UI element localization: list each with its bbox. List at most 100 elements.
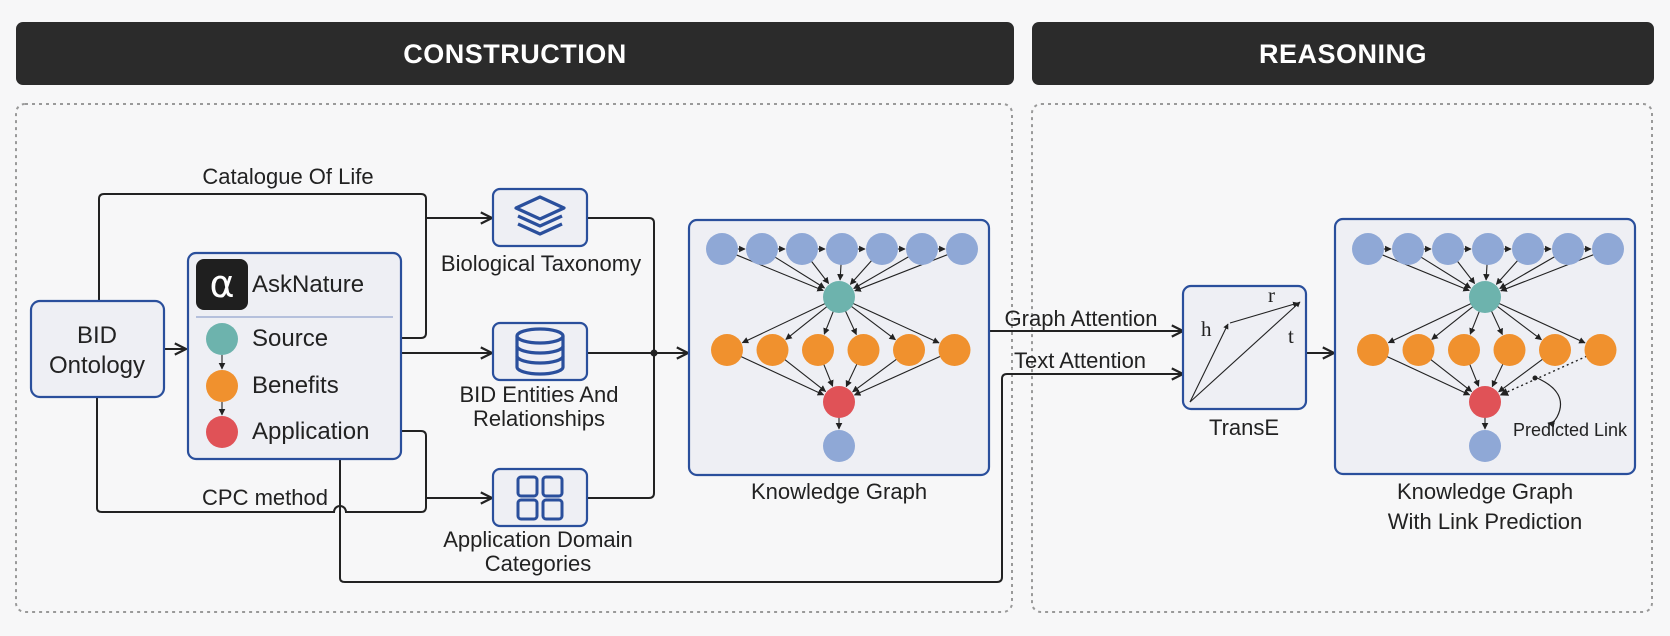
source-benefit-edge: [741, 302, 826, 344]
entity-source-edge: [1456, 260, 1476, 285]
knowledge-graph-label: Knowledge Graph: [751, 479, 927, 504]
reasoning-panel: [1031, 103, 1653, 613]
asknature-item-source: Source: [252, 325, 328, 352]
benefit-node: [802, 334, 834, 366]
reasoning-header: REASONING: [1032, 22, 1654, 85]
transe-label: TransE: [1209, 415, 1279, 440]
asknature-item-application: Application: [252, 418, 369, 445]
benefit-application-edge: [1429, 358, 1473, 392]
entity-source-edge: [810, 260, 830, 285]
benefit-node: [756, 334, 789, 366]
entity-node: [906, 233, 938, 265]
knowledge-graph-network: [706, 233, 978, 462]
biological-taxonomy-node: Biological Taxonomy: [441, 187, 641, 276]
entity-node: [1432, 233, 1464, 265]
source-benefit-edge: [785, 305, 828, 340]
entity-node: [786, 233, 818, 265]
leaf-entity-node: [1469, 430, 1501, 462]
benefit-application-edge: [1469, 363, 1480, 387]
transe-r-symbol: r: [1268, 283, 1275, 307]
transe-box: h r t TransE: [1181, 283, 1308, 440]
source-benefit-edge: [1469, 310, 1480, 335]
entity-node: [746, 233, 778, 265]
benefit-application-edge: [823, 363, 834, 387]
entity-source-edge: [1381, 254, 1470, 292]
layers-icon: [514, 195, 566, 236]
bid-ontology-box: BID Ontology: [29, 299, 166, 399]
catalogue-of-life-label: Catalogue Of Life: [202, 164, 373, 189]
benefit-application-edge: [852, 358, 898, 393]
application-domain-line2: Categories: [485, 551, 591, 576]
bid-ontology-line2: Ontology: [49, 352, 145, 379]
benefit-node: [1584, 334, 1617, 366]
predicted-link-dot: [1532, 375, 1538, 381]
source-benefit-edge: [1387, 302, 1472, 344]
graph-attention-label: Graph Attention: [1005, 306, 1158, 331]
predicted-link-label: Predicted Link: [1513, 420, 1628, 440]
bid-entities-node: BID Entities And Relationships: [460, 321, 618, 431]
application-domain-line1: Application Domain: [443, 527, 633, 552]
entity-node: [1512, 233, 1544, 265]
benefit-application-edge: [783, 358, 827, 392]
bid-ontology-line1: BID: [77, 322, 117, 349]
source-node: [823, 281, 855, 313]
application-node: [1469, 386, 1501, 418]
benefit-application-edge: [1498, 358, 1544, 393]
entity-node: [946, 233, 978, 265]
benefit-node: [1357, 334, 1389, 366]
entity-source-edge: [849, 259, 873, 285]
bid-entities-line2: Relationships: [473, 406, 605, 431]
entity-node: [866, 233, 898, 265]
transe-t-symbol: t: [1288, 324, 1294, 348]
source-benefit-edge: [850, 305, 896, 341]
entity-node: [1592, 233, 1624, 265]
benefit-node: [1493, 334, 1526, 366]
application-node: [206, 416, 238, 448]
asknature-item-benefits: Benefits: [252, 372, 339, 399]
source-benefit-edge: [1496, 305, 1542, 341]
entity-source-edge: [1483, 263, 1490, 281]
benefits-node: [206, 370, 238, 402]
entity-node: [706, 233, 738, 265]
construction-header-text: CONSTRUCTION: [403, 39, 627, 69]
link-prediction-label-line1: Knowledge Graph: [1397, 479, 1573, 504]
entity-source-edge: [1420, 256, 1472, 289]
grid-icon: [516, 475, 564, 521]
predicted-link-callout: [1534, 376, 1562, 428]
link-prediction-network: [1352, 233, 1624, 462]
text-attention-label: Text Attention: [1014, 348, 1146, 373]
benefit-node: [938, 334, 971, 366]
entity-source-edge: [1495, 259, 1519, 285]
benefit-node: [1402, 334, 1435, 366]
leaf-entity-node: [823, 430, 855, 462]
reasoning-header-text: REASONING: [1259, 39, 1427, 69]
source-benefit-edge: [1490, 310, 1503, 336]
source-benefit-edge: [1431, 305, 1474, 340]
benefit-application-edge: [845, 363, 858, 388]
entity-node: [1392, 233, 1424, 265]
source-benefit-edge: [844, 310, 857, 336]
benefit-node: [1539, 334, 1571, 366]
entity-source-edge: [853, 256, 910, 289]
entity-node: [1472, 233, 1504, 265]
entity-source-edge: [837, 263, 844, 281]
benefit-node: [847, 334, 880, 366]
benefit-application-edge: [853, 355, 942, 396]
asknature-logo-glyph: α: [209, 262, 234, 306]
biological-taxonomy-label: Biological Taxonomy: [441, 251, 641, 276]
asknature-box: α AskNature Source Benefits Application: [186, 251, 403, 461]
asknature-logo: α: [196, 259, 248, 310]
source-benefit-edge: [1498, 302, 1586, 344]
cpc-method-label: CPC method: [202, 485, 328, 510]
entity-node: [1552, 233, 1584, 265]
benefit-node: [711, 334, 743, 366]
transe-h-symbol: h: [1201, 317, 1212, 341]
source-benefit-edge: [823, 310, 834, 335]
connector-wires: [96, 193, 1334, 583]
benefit-node: [1448, 334, 1480, 366]
source-node: [206, 323, 238, 355]
asknature-title: AskNature: [252, 271, 364, 298]
entity-node: [826, 233, 858, 265]
entity-source-edge: [1499, 256, 1556, 289]
